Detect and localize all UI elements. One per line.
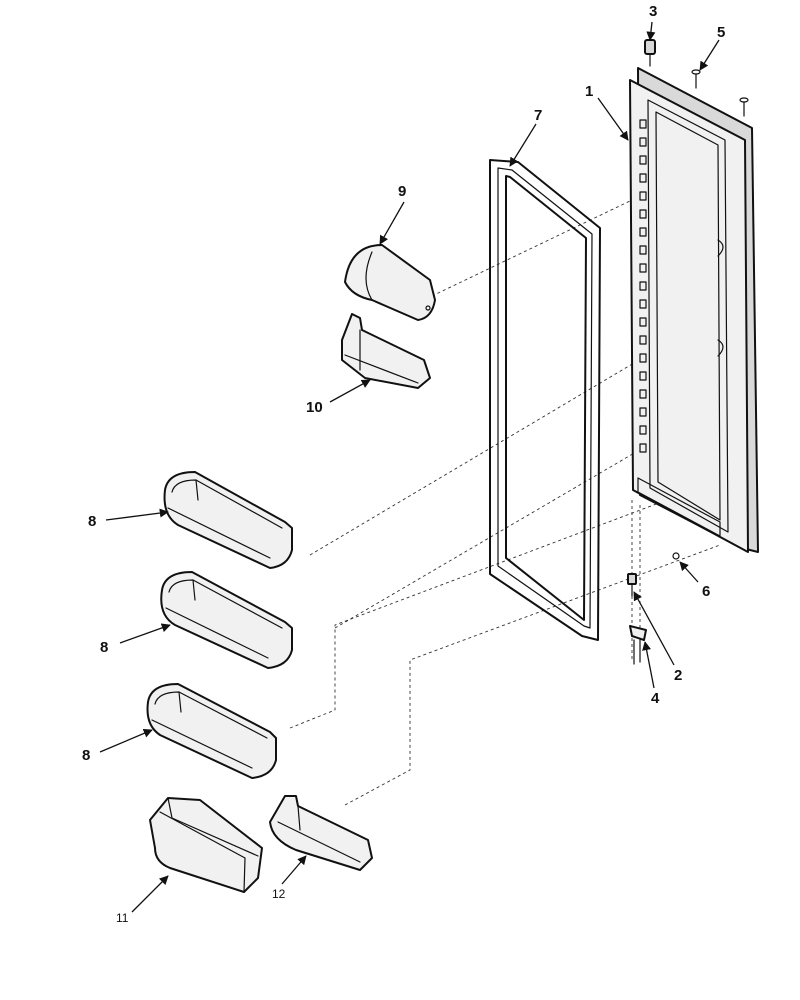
callout-4: 4 — [651, 690, 660, 707]
bottom-bracket — [629, 625, 647, 665]
dairy-door — [344, 244, 436, 321]
door-liner — [629, 67, 759, 553]
callout-12: 12 — [272, 887, 286, 901]
door-gasket — [489, 159, 601, 641]
top-screws — [691, 69, 749, 117]
callout-labels: 1 2 3 4 5 6 7 8 8 8 9 10 11 12 — [82, 3, 725, 925]
shelf-bin-upper — [163, 471, 293, 569]
dairy-bin — [341, 313, 431, 389]
callout-8a: 8 — [88, 513, 96, 530]
callout-8c: 8 — [82, 747, 90, 764]
callout-1: 1 — [585, 83, 593, 100]
shelf-dike-ladder — [639, 119, 647, 453]
top-hinge-bushing — [644, 39, 656, 67]
callout-7: 7 — [534, 107, 542, 124]
hinge-pin — [627, 573, 637, 597]
callout-8b: 8 — [100, 639, 108, 656]
bottom-screw — [672, 552, 680, 560]
shelf-bin-lower — [146, 683, 277, 779]
callout-11: 11 — [116, 911, 129, 925]
shelf-bin-middle — [160, 571, 293, 669]
callout-leaders — [99, 21, 720, 913]
callout-5: 5 — [717, 24, 725, 41]
deep-bin — [149, 797, 263, 893]
callout-9: 9 — [398, 183, 406, 200]
callout-2: 2 — [674, 667, 682, 684]
callout-3: 3 — [649, 3, 657, 20]
callout-10: 10 — [306, 399, 323, 416]
small-bin — [269, 795, 373, 871]
callout-6: 6 — [702, 583, 710, 600]
